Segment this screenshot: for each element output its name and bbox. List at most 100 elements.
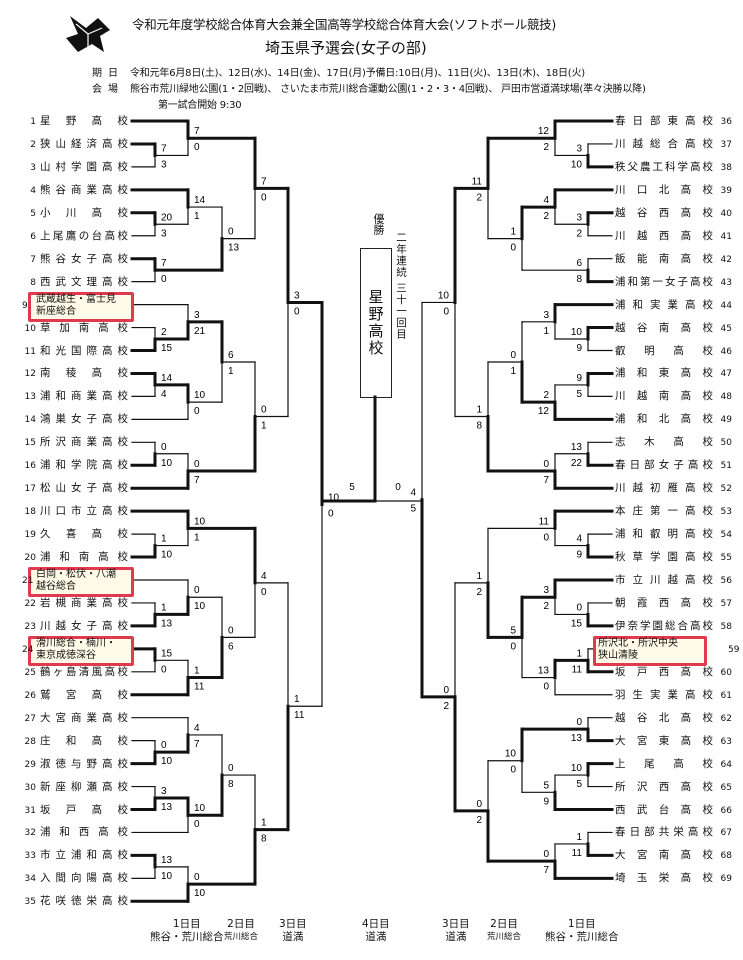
match-score: 5 [510,625,516,636]
team-number: 53 [720,507,732,518]
footer-right-day2: 2日目 荒川総合 [487,918,521,944]
team-name: 浦和実業高校 [615,298,713,311]
joint-team-highlight [28,291,134,322]
match-score: 3 [194,310,200,321]
match-score: 10 [194,601,206,612]
team-name: 熊谷女子高校 [40,252,128,265]
team-number: 31 [24,805,36,816]
team-number: 12 [24,369,36,380]
match-score: 7 [161,258,167,269]
team-name: 所沢北・所沢中央 [598,637,678,649]
footer-venue-label: 道満 [282,931,304,943]
team-number: 26 [24,690,36,701]
team-number: 58 [720,621,732,632]
team-name: 西武台高校 [615,803,713,816]
match-score: 2 [576,228,582,239]
match-score: 1 [261,818,267,829]
team-name: 松山女子高校 [40,482,128,495]
match-score: 3 [161,786,167,797]
team-name: 川越南高校 [615,390,713,403]
match-score: 0 [228,763,234,774]
match-score: 0 [510,243,516,254]
match-score: 8 [576,274,582,285]
team-number: 21 [22,576,34,586]
team-name: 越谷北高校 [615,711,713,724]
team-number: 61 [720,690,732,701]
team-name: 川越初雁高校 [615,482,713,495]
team-name: 志木高校 [615,436,713,449]
team-number: 55 [720,553,732,564]
team-number: 51 [720,461,732,472]
team-name: 本庄第一高校 [615,505,713,518]
team-name: 浦和商業高校 [40,390,128,403]
team-number: 11 [24,346,36,357]
match-score: 0 [476,799,482,810]
match-score: 2 [476,587,482,598]
match-score: 15 [161,343,173,354]
footer-left-day2: 2日目 荒川総合 [224,918,258,944]
prefecture-emblem-icon [66,16,110,52]
team-name: 秩父農工科学高校 [615,160,713,173]
match-score: 9 [543,796,549,807]
match-score: 6 [228,350,234,361]
match-score: 2 [476,192,482,203]
team-number: 34 [24,874,36,885]
match-score: 1 [228,366,234,377]
match-score: 2 [543,211,549,222]
team-name: 上尾高校 [615,757,713,770]
match-score: 8 [261,834,267,845]
match-score: 0 [194,142,200,153]
match-score: 0 [510,765,516,776]
team-number: 35 [24,897,36,908]
team-name: 上尾鷹の台高校 [40,229,128,242]
team-number: 56 [720,576,732,586]
team-name: 和光国際高校 [40,344,128,357]
match-score: 0 [261,587,267,598]
footer-venue-label: 荒川総合 [224,932,259,942]
match-score: 10 [194,803,206,814]
team-name: 埼玉栄高校 [615,872,713,885]
team-number: 60 [720,667,732,678]
team-name: 伊奈学園総合高校 [615,619,713,632]
team-name: 小川高校 [40,206,128,219]
match-score: 21 [194,326,206,337]
team-name: 入間向陽高校 [40,872,128,885]
team-number: 2 [30,139,36,150]
team-number: 44 [720,300,732,311]
match-score: 7 [161,143,167,154]
footer-venue-label: 熊谷・荒川総合 [545,931,619,943]
team-entry: 34 入間向陽高校 [22,871,132,885]
match-score: 2 [476,815,482,826]
match-score: 5 [543,780,549,791]
match-score: 10 [571,763,583,774]
team-number: 66 [720,805,732,816]
team-number: 14 [24,415,36,426]
team-name: 武蔵越生・富士見 [36,293,116,305]
team-number: 23 [24,621,36,632]
team-name: 新座総合 [36,305,76,317]
champion-note: 二年連続 三十一回目 [395,232,407,340]
team-name: 花咲徳栄高校 [40,895,128,908]
team-entry: 伊奈学園総合高校 58 [615,619,735,633]
match-score: 3 [576,143,582,154]
team-name: 朝霞西高校 [615,596,713,609]
